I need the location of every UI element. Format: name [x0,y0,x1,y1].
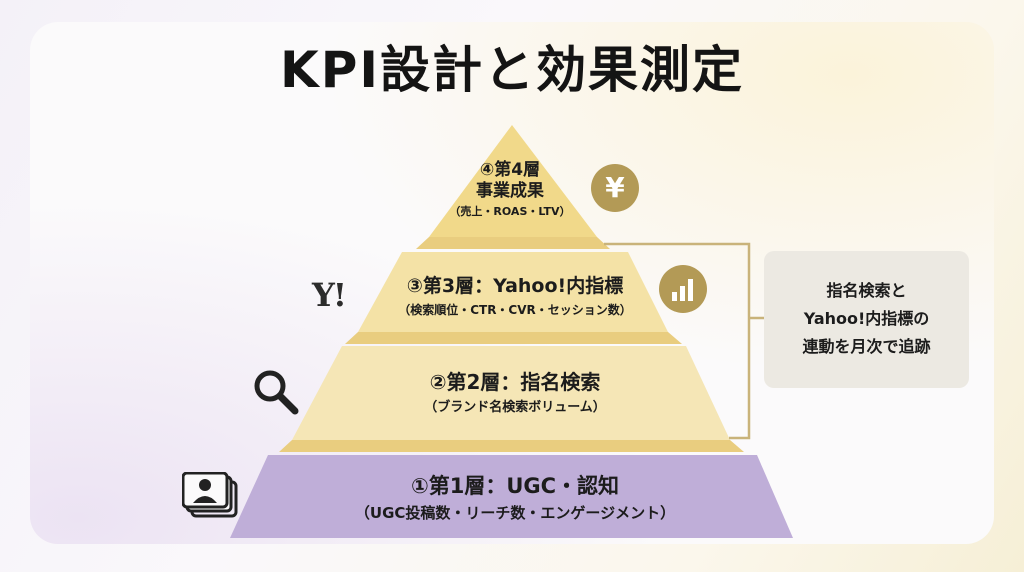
layer-4-band [429,125,597,237]
bar-chart-icon [659,265,707,313]
layer-3-band-shadow [345,332,682,344]
side-note-line-3: 連動を月次で追跡 [802,337,931,356]
layer-2-band-shadow [279,440,744,452]
page-title: KPI設計と効果測定 [280,41,744,99]
layer-2-label: ②第2層：指名検索 （ブランド名検索ボリューム） [320,368,710,418]
layer-4-label: ④第4層 事業成果 （売上・ROAS・LTV） [425,160,595,220]
side-note-box: 指名検索と Yahoo!内指標の 連動を月次で追跡 [764,251,969,388]
layer-1-band [230,455,793,538]
yahoo-logo: Y! [312,276,347,314]
layer-1-title: ①第1層：UGC・認知 [410,474,620,498]
layer-4-title-line2: 事業成果 [476,181,544,201]
bracket-line [604,242,751,440]
layer-4-title-line1: ④第4層 [479,160,541,180]
layer-4-detail: （売上・ROAS・LTV） [449,205,571,218]
layer-2-title: ②第2層：指名検索 [429,370,601,394]
side-note-line-1: 指名検索と [826,281,907,300]
layer-3-label: ③第3層：Yahoo!内指標 （検索順位・CTR・CVR・セッション数） [350,273,680,319]
layer-2-detail: （ブランド名検索ボリューム） [424,400,606,415]
layer-1-label: ①第1層：UGC・認知 （UGC投稿数・リーチ数・エンゲージメント） [260,472,770,524]
ugc-photos-icon [182,472,238,518]
side-note-line-2: Yahoo!内指標の [803,309,930,328]
search-icon [254,370,299,415]
layer-1-detail: （UGC投稿数・リーチ数・エンゲージメント） [354,504,676,522]
layer-2-band [292,346,730,440]
layer-4-band-shadow [416,237,610,249]
yen-icon: ¥ [591,164,639,212]
layer-3-band [358,252,668,332]
layer-3-detail: （検索順位・CTR・CVR・セッション数） [398,303,632,317]
layer-3-title: ③第3層：Yahoo!内指標 [406,275,624,297]
